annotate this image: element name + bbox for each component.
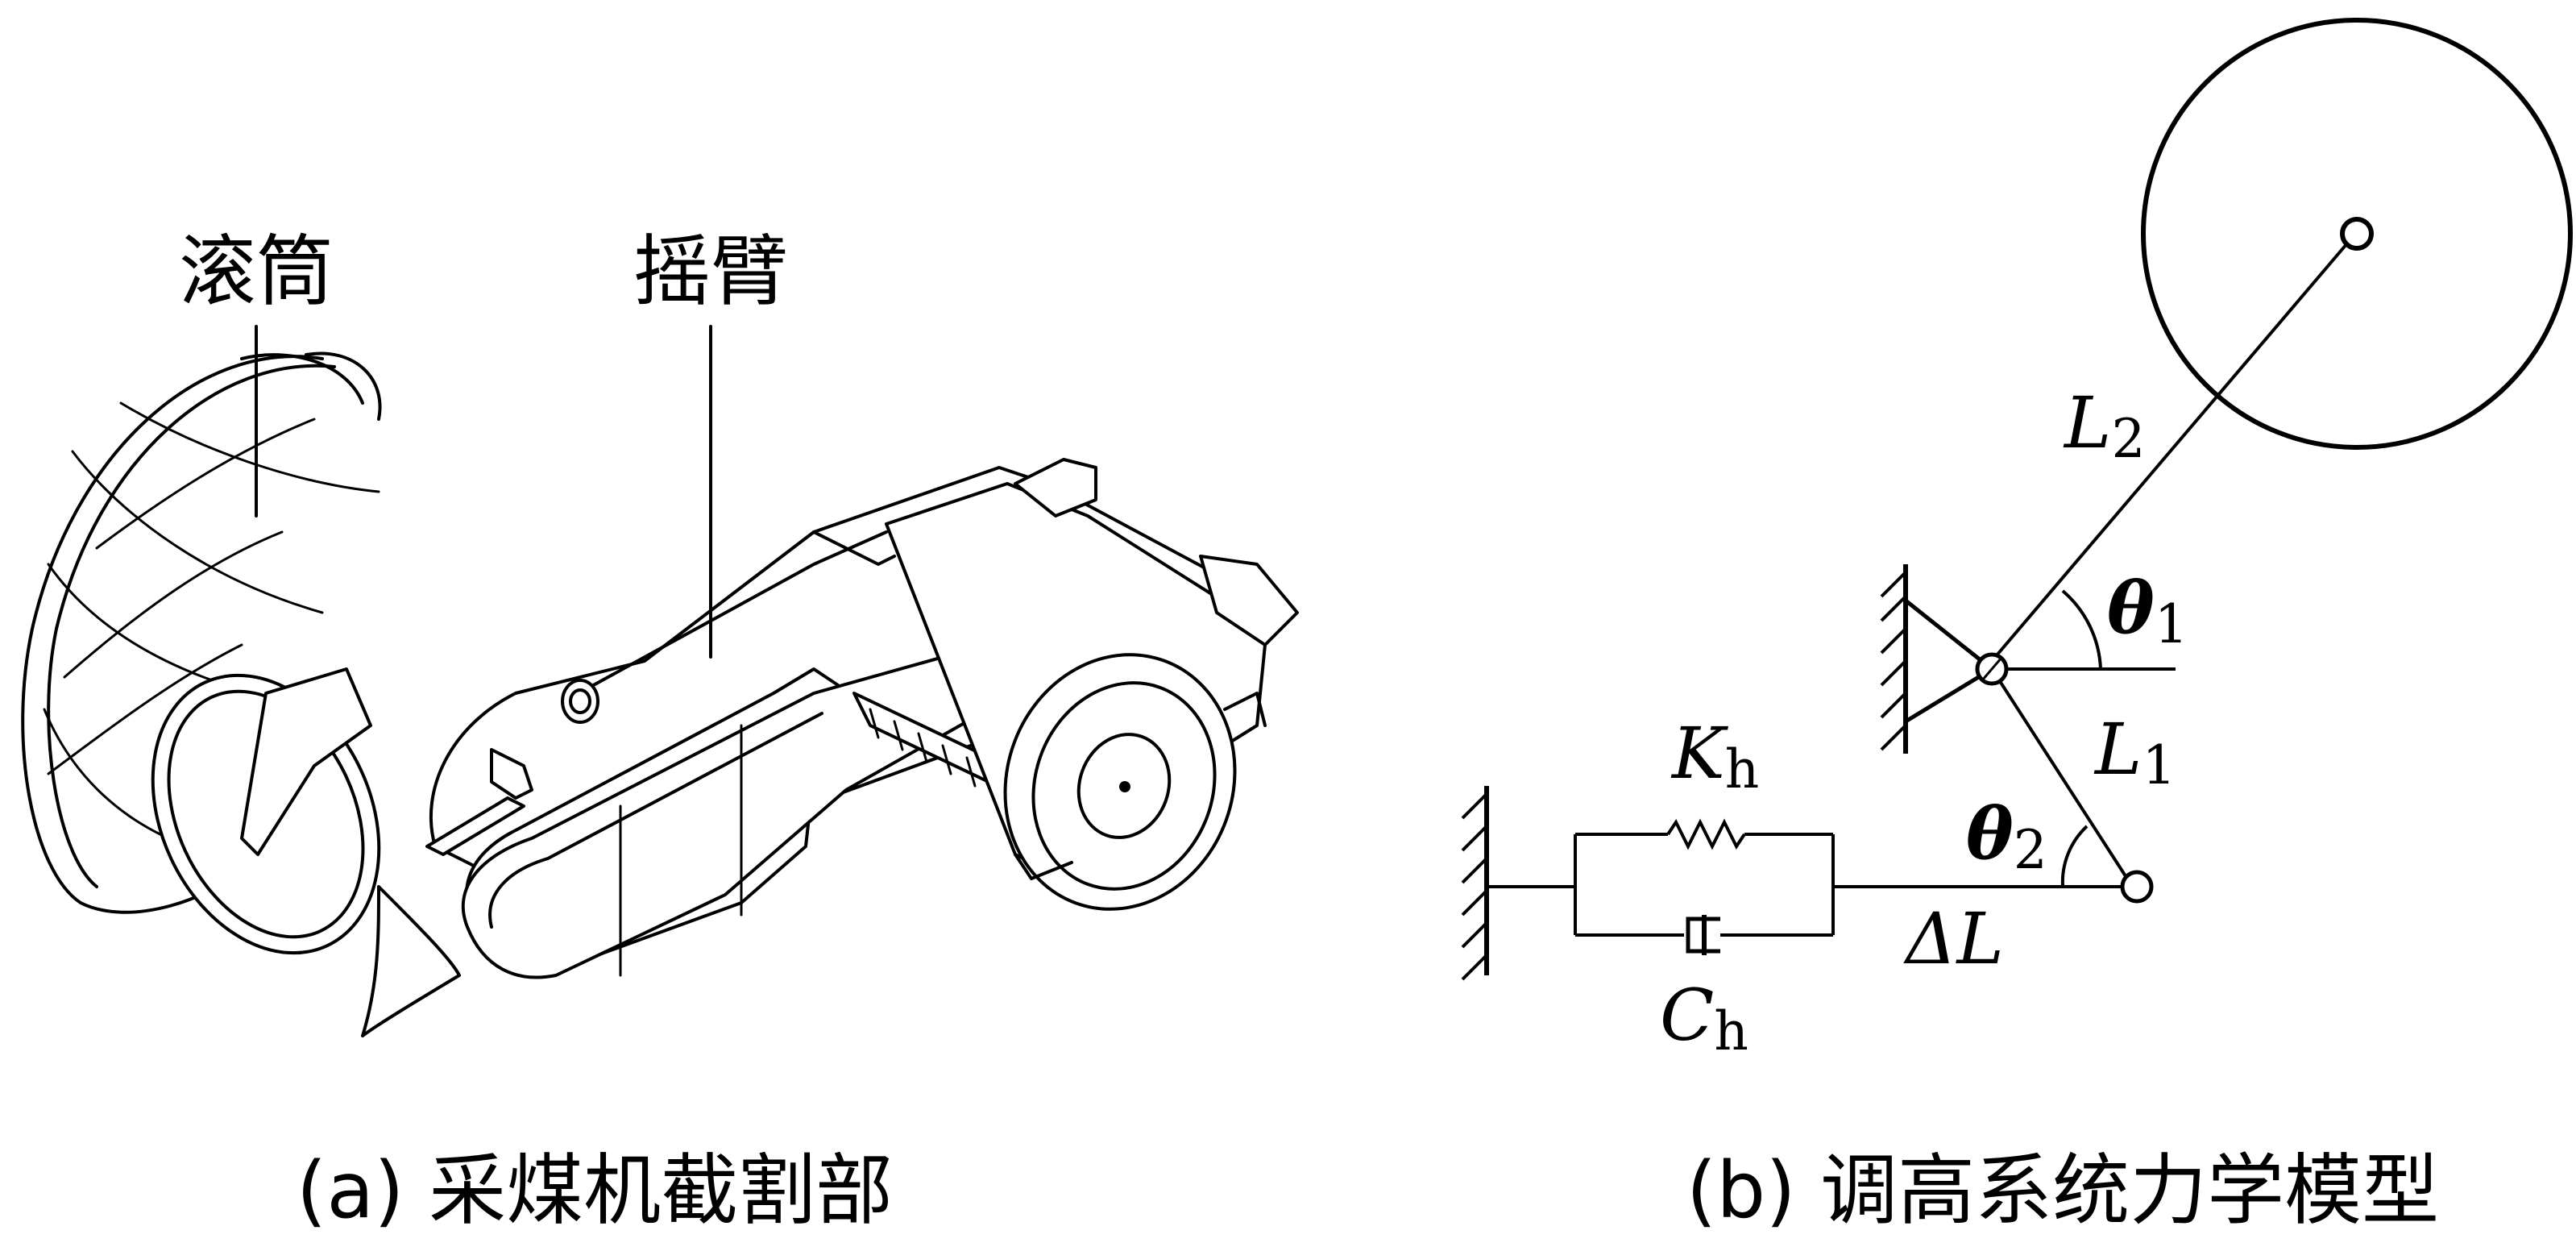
label-arm: 摇臂 xyxy=(633,227,788,317)
drum-center-joint xyxy=(2340,217,2374,251)
arm-shape xyxy=(425,458,1299,979)
theta2-arc xyxy=(2060,825,2089,887)
label-drum: 滚筒 xyxy=(179,227,334,317)
label-l2: L2 xyxy=(2063,381,2145,470)
label-ch: Ch xyxy=(1660,974,1748,1062)
damper xyxy=(1686,915,1720,955)
drum-shape xyxy=(21,351,461,1037)
ground-wall xyxy=(1461,786,1489,981)
link-l2 xyxy=(1990,242,2349,663)
spring xyxy=(1666,818,1746,850)
panel-b-mechanical-model: Kh Ch ΔL L1 L2 θ1 θ2 (b) 调高系统力学模型 xyxy=(1461,18,2573,1236)
caption-b: (b) 调高系统力学模型 xyxy=(1686,1145,2439,1236)
end-joint xyxy=(2120,870,2154,904)
link-l1 xyxy=(1997,677,2129,880)
spring-damper-frame xyxy=(1574,818,1835,955)
label-kh: Kh xyxy=(1670,712,1759,800)
label-theta1: θ1 xyxy=(2107,566,2188,655)
panel-a-shearer-drawing: 滚筒 摇臂 (a) 采煤机截割部 xyxy=(21,227,1299,1236)
theta1-arc xyxy=(2061,589,2102,670)
drum-circle xyxy=(2141,18,2573,450)
caption-a: (a) 采煤机截割部 xyxy=(297,1145,893,1236)
pivot-support xyxy=(1880,564,1996,754)
label-theta2: θ2 xyxy=(1966,792,2047,881)
label-l1: L1 xyxy=(2093,708,2176,796)
label-delta-l: ΔL xyxy=(1903,897,2004,980)
